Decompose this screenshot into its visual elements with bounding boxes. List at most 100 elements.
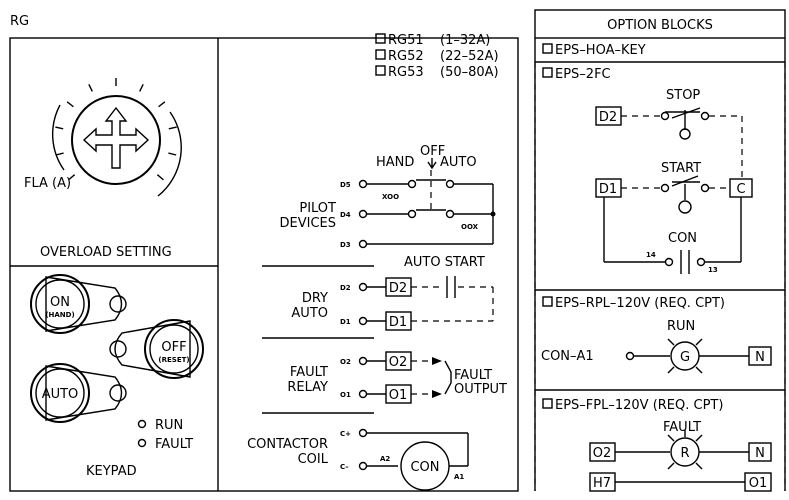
rating-rg52-model: RG52 xyxy=(388,49,424,64)
svg-text:N: N xyxy=(755,350,765,365)
rating-checkbox-rg52[interactable] xyxy=(375,49,386,60)
dial-tick xyxy=(55,126,64,130)
svg-text:D2: D2 xyxy=(599,110,617,125)
rpl-circuit: RUN CON–A1 G N xyxy=(541,319,772,374)
pilot-devices-label-2: DEVICES xyxy=(280,216,337,231)
dial-tick xyxy=(68,174,76,181)
start-label: START xyxy=(661,161,701,176)
rating-rg53-range: (50–80A) xyxy=(440,65,499,80)
svg-text:A2: A2 xyxy=(380,455,390,463)
on-button-label: ON xyxy=(50,295,70,310)
svg-text:C: C xyxy=(736,182,745,197)
terminal-o2[interactable] xyxy=(358,356,368,366)
run-n-box xyxy=(748,346,772,366)
hoa-key-label: EPS–HOA–KEY xyxy=(555,43,646,58)
rpl-checkbox[interactable] xyxy=(542,296,553,307)
run-lamp-rays xyxy=(667,338,703,374)
svg-text:N: N xyxy=(755,446,765,461)
off-button-label: OFF xyxy=(161,340,186,355)
hoa-off-label: OFF xyxy=(420,144,445,159)
fault-n-box xyxy=(748,442,772,462)
fault-o1-box xyxy=(744,472,772,492)
on-button-sublabel: (HAND) xyxy=(45,311,74,319)
rating-list: RG51 (1–32A) RG52 (22–52A) RG53 (50–80A) xyxy=(375,33,499,80)
svg-text:D2: D2 xyxy=(389,281,407,296)
dial-tick xyxy=(156,174,164,181)
terminal-o1-label: O1 xyxy=(340,391,351,399)
svg-text:G: G xyxy=(680,350,690,365)
off-button-sublabel: (RESET) xyxy=(158,356,189,364)
svg-text:D1: D1 xyxy=(389,315,407,330)
dry-auto-wiring: D2 D1 xyxy=(367,276,494,331)
terminal-d4-label: D4 xyxy=(340,211,351,219)
terminal-d2-label: D2 xyxy=(340,284,351,292)
terminal-block: D5 D4 D3 D2 D1 O2 O1 C+ C– xyxy=(340,179,368,471)
svg-text:O1: O1 xyxy=(749,476,768,491)
fault-output-label-2: OUTPUT xyxy=(454,382,507,397)
run-led-icon xyxy=(137,419,147,429)
fault-relay-wiring: O2 O1 FAULT OUTPUT xyxy=(367,351,507,404)
svg-text:CON: CON xyxy=(410,460,439,475)
terminal-cplus[interactable] xyxy=(358,428,368,438)
overload-setting-title: OVERLOAD SETTING xyxy=(40,245,172,260)
model-label: RG xyxy=(10,14,29,29)
hoa-oox-label: OOX xyxy=(461,223,479,231)
terminal-d2[interactable] xyxy=(358,282,368,292)
twofc-checkbox[interactable] xyxy=(542,67,553,78)
dial-tick xyxy=(168,152,177,156)
svg-text:14: 14 xyxy=(646,251,656,259)
hoa-selector: HAND OFF AUTO XOO OOX xyxy=(367,144,496,245)
svg-text:O2: O2 xyxy=(389,355,408,370)
con-label: CON xyxy=(668,231,697,246)
fault-led-icon xyxy=(137,438,147,448)
contactor-coil-label-2: COIL xyxy=(298,452,329,467)
terminal-d1-label: D1 xyxy=(340,318,351,326)
fpl-checkbox[interactable] xyxy=(542,398,553,409)
auto-button-label: AUTO xyxy=(42,387,79,402)
twofc-circuit: STOP D2 START D1 C CON 14 13 xyxy=(595,88,753,274)
terminal-o2-label: O2 xyxy=(340,358,351,366)
terminal-d5[interactable] xyxy=(358,179,368,189)
stop-label: STOP xyxy=(666,88,700,103)
terminal-cminus-label: C– xyxy=(340,463,349,471)
dial-tick xyxy=(168,126,177,130)
fpl-label: EPS–FPL–120V (REQ. CPT) xyxy=(555,398,723,413)
contactor-coil-wiring: A2 CON A1 xyxy=(367,432,469,491)
option-blocks-title: OPTION BLOCKS xyxy=(607,18,713,33)
svg-text:H7: H7 xyxy=(593,476,611,491)
terminal-d1[interactable] xyxy=(358,316,368,326)
fault-lamp-label: FAULT xyxy=(663,420,701,435)
rating-checkbox-rg53[interactable] xyxy=(375,65,386,76)
hoa-key-checkbox[interactable] xyxy=(542,43,553,54)
fault-relay-label-2: RELAY xyxy=(287,380,328,395)
svg-text:O2: O2 xyxy=(593,446,612,461)
fla-label: FLA (A) xyxy=(24,176,71,191)
terminal-d5-label: D5 xyxy=(340,181,351,189)
rating-rg52-range: (22–52A) xyxy=(440,49,499,64)
dial-tick xyxy=(158,101,166,108)
rating-checkbox-rg51[interactable] xyxy=(375,33,386,44)
terminal-d4[interactable] xyxy=(358,209,368,219)
fault-lamp-rays xyxy=(667,430,703,470)
svg-text:R: R xyxy=(680,446,689,461)
terminal-d3[interactable] xyxy=(358,239,368,249)
terminal-cminus[interactable] xyxy=(358,461,368,471)
fpl-circuit: FAULT O2 R N H7 O1 xyxy=(589,420,772,492)
rating-rg51-range: (1–32A) xyxy=(440,33,490,48)
rpl-label: EPS–RPL–120V (REQ. CPT) xyxy=(555,296,725,311)
terminal-o1[interactable] xyxy=(358,389,368,399)
option-blocks-header xyxy=(534,9,786,39)
con-a1-label: CON–A1 xyxy=(541,349,594,364)
overload-dial[interactable] xyxy=(51,78,182,197)
dry-auto-label-2: AUTO xyxy=(291,306,328,321)
run-lamp-label: RUN xyxy=(667,319,695,334)
terminal-d3-label: D3 xyxy=(340,241,351,249)
hoa-auto-label: AUTO xyxy=(440,155,477,170)
auto-button[interactable]: AUTO xyxy=(30,363,127,423)
svg-text:O1: O1 xyxy=(389,388,408,403)
run-led-label: RUN xyxy=(155,418,183,433)
svg-text:A1: A1 xyxy=(454,473,464,481)
on-button[interactable]: ON (HAND) xyxy=(30,274,127,334)
twofc-label: EPS–2FC xyxy=(555,67,611,82)
off-button[interactable]: OFF (RESET) xyxy=(109,319,204,379)
